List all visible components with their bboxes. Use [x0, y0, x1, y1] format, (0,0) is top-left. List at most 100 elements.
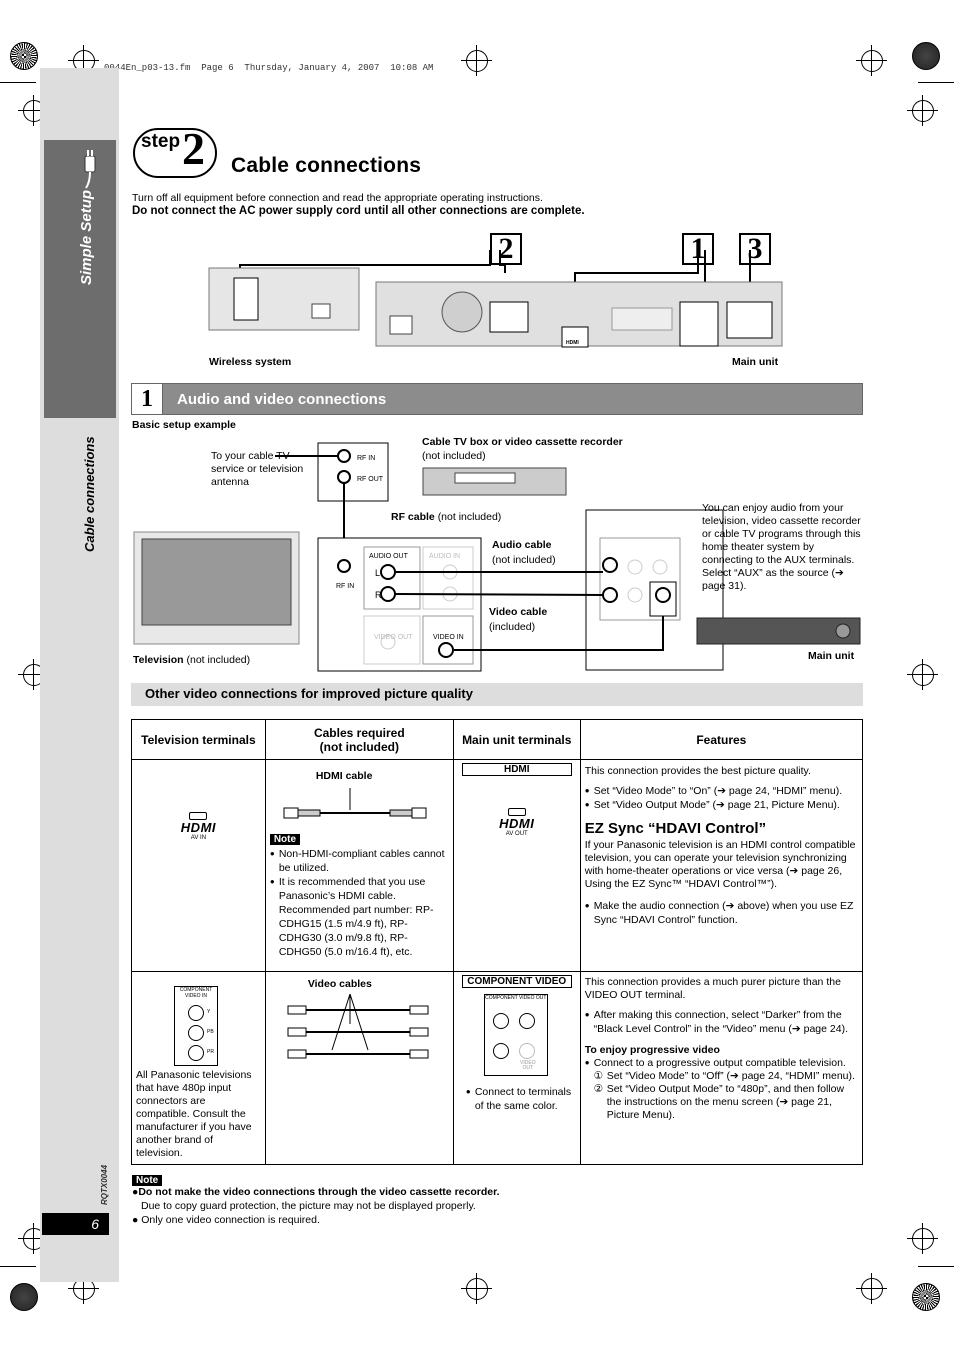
subsection-header: [131, 683, 863, 706]
hdmi-logo: HDMI: [180, 820, 217, 835]
row1-feature-bullet-2: Set “Video Output Mode” (➔ page 21, Pict…: [585, 798, 858, 812]
video-cable-label: Video cable: [489, 606, 548, 618]
aux-info-text: You can enjoy audio from your television…: [702, 502, 861, 592]
registration-mark-icon: [912, 42, 940, 70]
sidebar-section-title: Simple Setup: [78, 189, 95, 285]
channel-r-label: R: [375, 590, 382, 600]
port-video-out-icon: [518, 1043, 535, 1059]
registration-mark-icon: [10, 1283, 38, 1311]
callout-3: 3: [739, 233, 771, 265]
wireless-system-label: Wireless system: [209, 356, 292, 368]
audio-in-label: AUDIO IN: [429, 553, 461, 560]
hdmi-cable-icon: [283, 788, 427, 819]
port-pr-icon: [188, 1045, 204, 1061]
basic-setup-diagram: [133, 442, 861, 672]
footer-note-1-sub: Due to copy guard protection, the pictur…: [141, 1200, 476, 1212]
ez-sync-text: If your Panasonic television is an HDMI …: [584, 839, 856, 890]
footer-note-tag: Note: [132, 1175, 163, 1186]
header-unit-terminals: Main unit terminals: [452, 719, 581, 760]
progressive-step-2: Set “Video Output Mode” to “480p”, and t…: [606, 1083, 845, 1121]
header-features: Features: [579, 719, 864, 760]
video-in-label: VIDEO IN: [433, 634, 464, 641]
hdmi-icon: [189, 812, 208, 820]
intro-text: Turn off all equipment before connection…: [132, 192, 543, 204]
audio-cable-label: Audio cable: [492, 539, 552, 551]
hdmi-logo: HDMI: [499, 816, 535, 831]
television-note: (not included): [186, 654, 251, 666]
crosshair-mark-icon: [461, 1273, 492, 1304]
video-cable-note: (included): [489, 621, 536, 633]
header-tv-terminals: Television terminals: [131, 719, 266, 760]
main-unit-label: Main unit: [732, 356, 779, 368]
step-badge: [133, 128, 217, 178]
component-out-panel: COMPONENT VIDEO OUT VIDEO OUT: [483, 994, 548, 1076]
hdmi-box-label: HDMI: [461, 763, 572, 776]
row2-feature-bullet: After making this connection, select “Da…: [585, 1008, 858, 1036]
file-info: 0044En_p03-13.fm Page 6 Thursday, Januar…: [104, 63, 434, 73]
registration-mark-icon: [912, 1283, 940, 1311]
crosshair-mark-icon: [461, 45, 492, 76]
ez-sync-title: EZ Sync “HDAVI Control”: [584, 820, 767, 837]
antenna-label: To your cable TV service or television a…: [211, 450, 304, 488]
rf-out-label: RF OUT: [357, 476, 384, 483]
row1-cables: HDMI cable Note Non-HDMI-compliant cable…: [264, 759, 454, 972]
video-cables-icon: [287, 993, 429, 1059]
component-video-box-label: COMPONENT VIDEO: [461, 975, 572, 988]
warning-text: Do not connect the AC power supply cord …: [132, 205, 585, 217]
row1-unit-terminal: HDMI HDMI AV OUT: [452, 759, 581, 972]
audio-out-label: AUDIO OUT: [369, 553, 408, 560]
tv-rf-in-label: RF IN: [336, 583, 355, 590]
progressive-step-2-mark: ②: [593, 1083, 604, 1095]
progressive-step-1-mark: ①: [593, 1070, 604, 1082]
progressive-bullet: Connect to a progressive output compatib…: [585, 1056, 858, 1070]
progressive-title: To enjoy progressive video: [584, 1044, 720, 1056]
channel-l-label: L: [375, 568, 381, 578]
row1-features: This connection provides the best pictur…: [579, 759, 864, 972]
row2-tv-terminal: COMPONENT VIDEO IN Y PB PR All Panasonic…: [131, 971, 266, 1165]
row1-feature-bullet-1: Set “Video Mode” to “On” (➔ page 24, “HD…: [585, 784, 858, 798]
row2-feature-intro: This connection provides a much purer pi…: [584, 976, 841, 1001]
component-out-title: COMPONENT VIDEO OUT: [485, 995, 547, 1001]
cable-box-sub: (not included): [422, 450, 486, 462]
row1-tv-terminal: HDMI AV IN: [131, 759, 266, 972]
port-pb-icon: [188, 1025, 204, 1041]
av-out-label: AV OUT: [505, 831, 528, 837]
port-y-icon: [518, 1013, 535, 1029]
footer-note-1: ●Do not make the video connections throu…: [132, 1186, 500, 1198]
port-pb-label: PB: [207, 1029, 214, 1035]
section-number: 1: [131, 383, 163, 415]
port-pb-icon: [492, 1013, 509, 1029]
component-in-title: COMPONENT VIDEO IN: [179, 987, 213, 999]
port-pr-label: PR: [207, 1049, 214, 1055]
crosshair-mark-icon: [856, 1273, 887, 1304]
sidebar-topic: Cable connections: [82, 436, 97, 552]
basic-setup-label: Basic setup example: [132, 419, 236, 431]
row2-cables: Video cables: [264, 971, 454, 1165]
video-cables-label: Video cables: [307, 978, 372, 990]
port-y-label: Y: [207, 1009, 211, 1015]
audio-cable-note: (not included): [492, 554, 556, 566]
port-y-icon: [188, 1005, 204, 1021]
row2-tv-text: All Panasonic televisions that have 480p…: [136, 1069, 252, 1159]
row1-note-2: It is recommended that you use Panasonic…: [270, 875, 449, 959]
overview-hdmi-port: HDMI: [566, 340, 579, 346]
crosshair-mark-icon: [907, 95, 938, 126]
step-word: step: [141, 131, 181, 152]
port-pr-icon: [492, 1043, 509, 1059]
rf-cable-note: (not included): [437, 511, 502, 523]
page-number: 6: [42, 1213, 109, 1235]
television-label: Television: [133, 654, 184, 666]
hdmi-cable-label: HDMI cable: [315, 770, 373, 782]
doc-code: RQTX0044: [100, 1164, 109, 1205]
crosshair-mark-icon: [856, 45, 887, 76]
rf-in-label: RF IN: [357, 455, 376, 462]
row2-features: This connection provides a much purer pi…: [579, 971, 864, 1165]
row1-note-tag: Note: [269, 834, 301, 845]
component-in-panel: COMPONENT VIDEO IN Y PB PR: [174, 986, 218, 1066]
av-in-label: AV IN: [190, 835, 207, 841]
header-cables: Cables required (not included): [264, 719, 454, 760]
page-title: Cable connections: [231, 154, 422, 177]
sidebar-section-tab: [44, 140, 116, 418]
subsection-title: Other video connections for improved pic…: [145, 686, 473, 701]
rf-cable-label: RF cable: [391, 511, 435, 523]
